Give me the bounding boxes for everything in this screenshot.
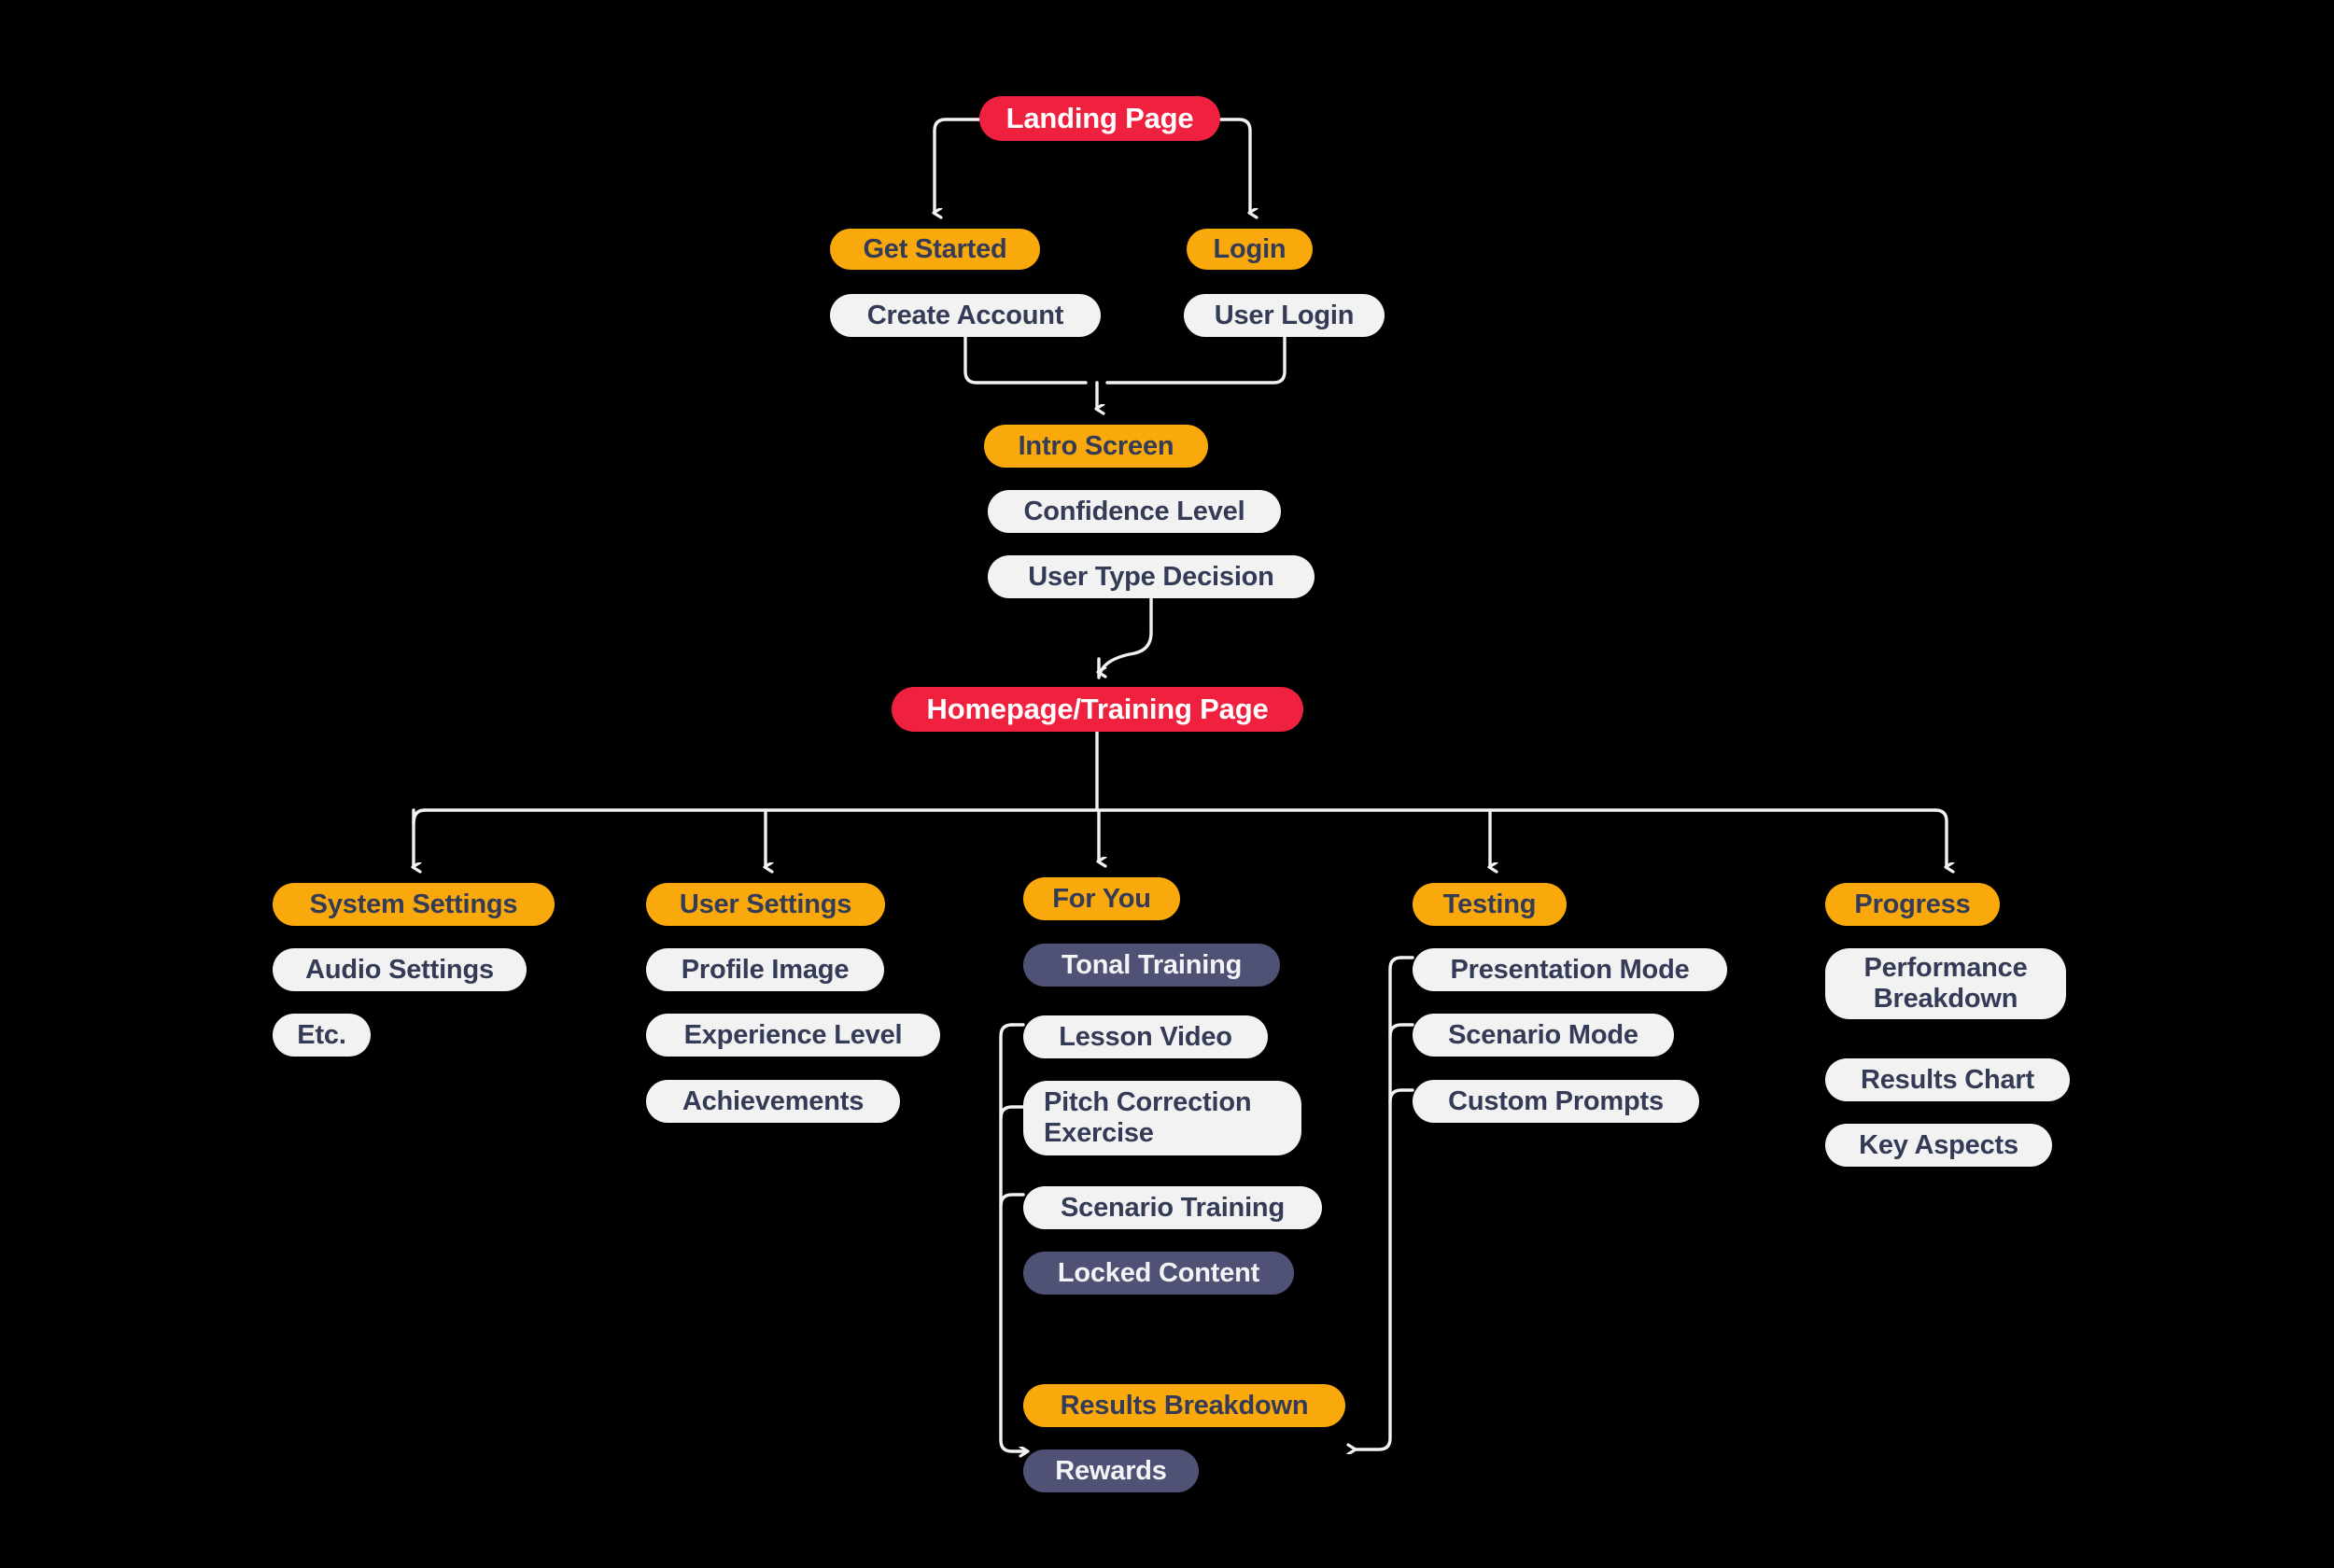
node-user-type-decision[interactable]: User Type Decision [988,555,1315,598]
node-create-account[interactable]: Create Account [830,294,1101,337]
node-rewards[interactable]: Rewards [1023,1449,1199,1492]
node-tonal-training[interactable]: Tonal Training [1023,944,1280,987]
edge-user-login-to-intro [1105,335,1287,385]
node-performance-breakdown[interactable]: Performance Breakdown [1825,948,2066,1019]
edge-foryou-stub-pitch-correction [999,1105,1025,1120]
node-landing-page[interactable]: Landing Page [979,96,1220,141]
node-get-started[interactable]: Get Started [830,229,1040,270]
node-testing[interactable]: Testing [1413,883,1567,926]
edge-usertype-to-homepage [1097,596,1153,679]
node-achievements[interactable]: Achievements [646,1080,900,1123]
edge-bus-to-progress [1933,808,1947,867]
node-custom-prompts[interactable]: Custom Prompts [1413,1080,1699,1123]
node-intro-screen[interactable]: Intro Screen [984,425,1208,468]
node-presentation-mode[interactable]: Presentation Mode [1413,948,1727,991]
edge-foryou-spine [999,1023,1027,1451]
node-results-breakdown[interactable]: Results Breakdown [1023,1384,1345,1427]
edge-testing-spine [1356,956,1403,1449]
node-scenario-training[interactable]: Scenario Training [1023,1186,1322,1229]
node-progress[interactable]: Progress [1825,883,2000,926]
node-user-login[interactable]: User Login [1184,294,1385,337]
edge-landing-to-login [1218,118,1250,213]
node-audio-settings[interactable]: Audio Settings [273,948,527,991]
node-for-you[interactable]: For You [1023,877,1180,920]
node-profile-image[interactable]: Profile Image [646,948,884,991]
node-experience-level[interactable]: Experience Level [646,1014,940,1057]
node-results-chart[interactable]: Results Chart [1825,1058,2070,1101]
node-lesson-video[interactable]: Lesson Video [1023,1015,1268,1058]
node-system-settings[interactable]: System Settings [273,883,555,926]
node-scenario-mode[interactable]: Scenario Mode [1413,1014,1674,1057]
node-etc[interactable]: Etc. [273,1014,371,1057]
node-homepage-training-page[interactable]: Homepage/Training Page [892,687,1303,732]
edge-foryou-stub-scenario-training [999,1193,1025,1208]
node-confidence-level[interactable]: Confidence Level [988,490,1281,533]
edge-landing-to-get-started [935,118,981,213]
node-locked-content[interactable]: Locked Content [1023,1252,1294,1295]
node-pitch-correction-exercise[interactable]: Pitch Correction Exercise [1023,1081,1301,1155]
node-key-aspects[interactable]: Key Aspects [1825,1124,2052,1167]
edge-create-account-to-intro [963,335,1088,385]
node-user-settings[interactable]: User Settings [646,883,885,926]
node-login[interactable]: Login [1187,229,1313,270]
edge-testing-stub-scenario-mode [1388,1023,1414,1038]
edge-testing-stub-custom-prompts [1388,1088,1414,1103]
